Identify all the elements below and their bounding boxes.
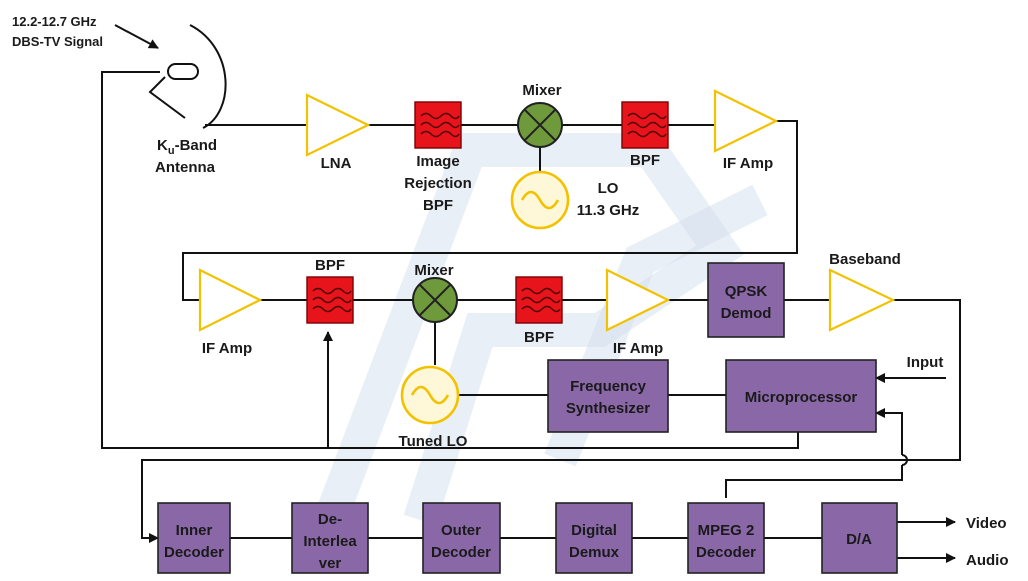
antenna-label-line1: Ku-Band — [157, 137, 217, 157]
mixer-1 — [517, 102, 563, 148]
lna-label: LNA — [321, 155, 352, 172]
input-label: Input — [907, 354, 944, 371]
lo-oscillator — [510, 170, 570, 230]
if-amp-1 — [713, 89, 779, 153]
image-bpf-label-2: Rejection — [404, 175, 472, 192]
baseband-amplifier — [828, 268, 896, 332]
qpsk-label-1: QPSK — [725, 283, 768, 300]
image-bpf-label-1: Image — [416, 153, 459, 170]
deint-label-2: Interlea — [303, 533, 357, 550]
demux-label-1: Digital — [571, 522, 617, 539]
microprocessor-block — [725, 359, 877, 433]
bpf-1 — [621, 101, 669, 149]
lo-label-1: LO — [598, 180, 619, 197]
mpeg2-decoder-block — [687, 502, 765, 574]
bpf-2 — [515, 276, 563, 324]
micro-label: Microprocessor — [745, 389, 858, 406]
bpf1-label: BPF — [630, 152, 660, 169]
deint-label-1: De- — [318, 511, 342, 528]
outer-label-2: Decoder — [431, 544, 491, 561]
inner-label-2: Decoder — [164, 544, 224, 561]
da-label: D/A — [846, 531, 872, 548]
synth-label-2: Synthesizer — [566, 400, 650, 417]
signal-label-line1: 12.2-12.7 GHz — [12, 14, 97, 29]
audio-label: Audio — [966, 552, 1009, 569]
labels: 12.2-12.7 GHz DBS-TV Signal Ku-Band Ante… — [12, 14, 1009, 572]
frequency-synthesizer-block — [547, 359, 669, 433]
outer-label-1: Outer — [441, 522, 481, 539]
mixer1-label: Mixer — [522, 82, 561, 99]
if-amp1-label: IF Amp — [723, 155, 773, 172]
demux-label-2: Demux — [569, 544, 620, 561]
outer-decoder-block — [422, 502, 501, 574]
bpf-tunable — [306, 276, 354, 324]
qpsk-demod-block — [707, 262, 785, 338]
inner-label-1: Inner — [176, 522, 213, 539]
deint-label-3: ver — [319, 555, 342, 572]
antenna-label-line2: Antenna — [155, 159, 216, 176]
video-label: Video — [966, 515, 1007, 532]
image-rejection-bpf — [414, 101, 462, 149]
tuned-lo-oscillator — [400, 365, 460, 425]
digital-demux-block — [555, 502, 633, 574]
mpeg-label-1: MPEG 2 — [698, 522, 755, 539]
lo-label-2: 11.3 GHz — [577, 202, 640, 219]
if-amp-2 — [198, 268, 263, 332]
bpf-right-label: BPF — [524, 329, 554, 346]
mpeg-label-2: Decoder — [696, 544, 756, 561]
if-amp2-label: IF Amp — [202, 340, 252, 357]
mixer-2 — [412, 277, 458, 323]
signal-label-line2: DBS-TV Signal — [12, 34, 103, 49]
ku-band-antenna — [148, 24, 227, 129]
if-amp-3 — [605, 268, 671, 332]
mixer2-label: Mixer — [414, 262, 453, 279]
lna-amplifier — [305, 93, 371, 157]
image-bpf-label-3: BPF — [423, 197, 453, 214]
baseband-label: Baseband — [829, 251, 901, 268]
da-block — [821, 502, 898, 574]
bpf-left-label: BPF — [315, 257, 345, 274]
inner-decoder-block — [157, 502, 231, 574]
deinterleaver-block — [291, 502, 369, 574]
wires — [101, 24, 961, 563]
qpsk-label-2: Demod — [721, 305, 772, 322]
if-amp3-label: IF Amp — [613, 340, 663, 357]
tuned-lo-label: Tuned LO — [399, 433, 468, 450]
synth-label-1: Frequency — [570, 378, 647, 395]
